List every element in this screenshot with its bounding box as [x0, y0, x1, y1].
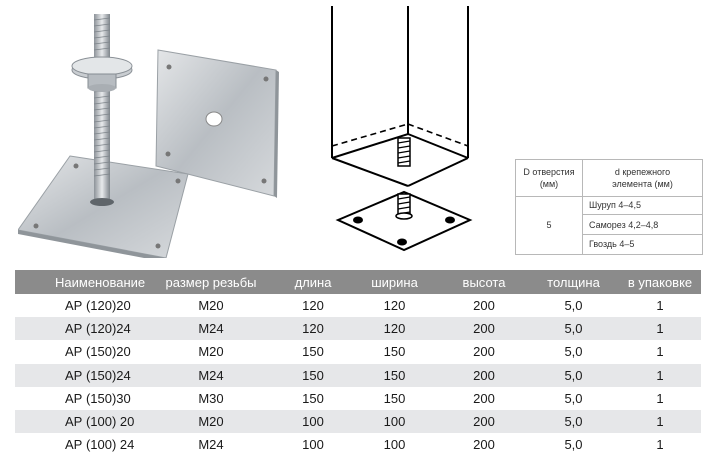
cell-thickness: 5,0 — [564, 414, 583, 430]
cell-width: 120 — [383, 321, 406, 337]
technical-drawing — [331, 6, 473, 252]
table-row: АР (150)24 М24 150 150 200 5,0 1 — [15, 363, 701, 387]
cell-per-pack: 1 — [656, 437, 664, 453]
cell-thickness: 5,0 — [564, 298, 583, 314]
cell-thickness: 5,0 — [564, 321, 583, 337]
table-row: АР (150)30 М30 150 150 200 5,0 1 — [15, 387, 701, 410]
cell-thread-size: М24 — [198, 321, 224, 337]
cell-per-pack: 1 — [656, 414, 664, 430]
table-row: АР (100) 20 М20 100 100 200 5,0 1 — [15, 409, 701, 434]
cell-per-pack: 1 — [656, 390, 664, 406]
cell-thickness: 5,0 — [564, 367, 583, 383]
cell-length: 100 — [302, 414, 324, 430]
table-header-row: Наименование размер резьбы длина ширина … — [15, 270, 701, 294]
cell-width: 150 — [383, 390, 406, 406]
table-row: АР (150)20 М20 150 150 200 5,0 1 — [15, 340, 701, 363]
cell-height: 200 — [473, 414, 495, 430]
cell-thread-size: М24 — [198, 367, 224, 383]
cell-thread-size: М24 — [198, 437, 224, 453]
cell-length: 150 — [302, 390, 324, 406]
header-per-pack: в упаковке — [627, 274, 693, 290]
cell-height: 200 — [473, 437, 495, 453]
cell-name: АР (100) 24 — [65, 437, 135, 453]
cell-per-pack: 1 — [656, 321, 664, 337]
cell-per-pack: 1 — [656, 298, 664, 314]
product-table: Наименование размер резьбы длина ширина … — [15, 270, 701, 456]
spec-divider — [582, 160, 583, 254]
header-height: высота — [462, 274, 506, 290]
cell-width: 100 — [383, 414, 406, 430]
cell-width: 120 — [383, 298, 406, 314]
cell-name: АР (100) 20 — [65, 414, 135, 430]
cell-name: АР (150)20 — [65, 344, 131, 360]
spec-header-line: d крепежного — [614, 167, 671, 177]
cell-width: 150 — [383, 344, 406, 360]
cell-per-pack: 1 — [656, 344, 664, 360]
cell-thread-size: М30 — [198, 390, 224, 406]
spec-header-line: элемента (мм) — [612, 179, 673, 189]
cell-name: АР (120)20 — [65, 298, 131, 314]
cell-thickness: 5,0 — [564, 390, 583, 406]
table-row: АР (100) 24 М24 100 100 200 5,0 1 — [15, 433, 701, 456]
cell-thread-size: М20 — [198, 344, 224, 360]
cell-length: 150 — [302, 367, 324, 383]
cell-per-pack: 1 — [656, 367, 664, 383]
cell-length: 100 — [302, 437, 324, 453]
fastener-spec-table: D отверстия (мм) d крепежного элемента (… — [515, 159, 703, 255]
table-row: АР (120)20 М20 120 120 200 5,0 1 — [15, 294, 701, 317]
header-thread-size: размер резьбы — [165, 274, 257, 290]
header-width: ширина — [371, 274, 418, 290]
cell-thickness: 5,0 — [564, 437, 583, 453]
cell-height: 200 — [473, 344, 495, 360]
cell-height: 200 — [473, 298, 495, 314]
header-name: Наименование — [55, 274, 146, 290]
spec-header-line: (мм) — [539, 179, 559, 189]
cell-name: АР (150)30 — [65, 390, 131, 406]
cell-height: 200 — [473, 390, 495, 406]
cell-width: 100 — [383, 437, 406, 453]
cell-height: 200 — [473, 367, 495, 383]
product-photo — [18, 14, 279, 258]
cell-length: 120 — [302, 298, 324, 314]
header-length: длина — [294, 274, 332, 290]
cell-width: 150 — [383, 367, 406, 383]
spec-hole-value: 5 — [546, 220, 552, 230]
cell-height: 200 — [473, 321, 495, 337]
header-thickness: толщина — [547, 274, 600, 290]
cell-thread-size: М20 — [198, 298, 224, 314]
cell-name: АР (150)24 — [65, 367, 131, 383]
cell-name: АР (120)24 — [65, 321, 131, 337]
spec-fastener-screw: Шуруп 4–4,5 — [583, 196, 702, 215]
cell-thickness: 5,0 — [564, 344, 583, 360]
spec-fastener-nail: Гвоздь 4–5 — [589, 239, 635, 249]
spec-header-line: D отверстия — [523, 167, 575, 177]
spec-fastener-self-tapping: Саморез 4,2–4,8 — [583, 216, 702, 235]
spec-header-hole-diameter: D отверстия (мм) — [516, 166, 582, 190]
cell-length: 120 — [302, 321, 324, 337]
table-row: АР (120)24 М24 120 120 200 5,0 1 — [15, 317, 701, 341]
cell-thread-size: М20 — [198, 414, 224, 430]
cell-length: 150 — [302, 344, 324, 360]
spec-header-fastener: d крепежного элемента (мм) — [583, 166, 702, 190]
spec-header-row: D отверстия (мм) d крепежного элемента (… — [516, 160, 702, 197]
